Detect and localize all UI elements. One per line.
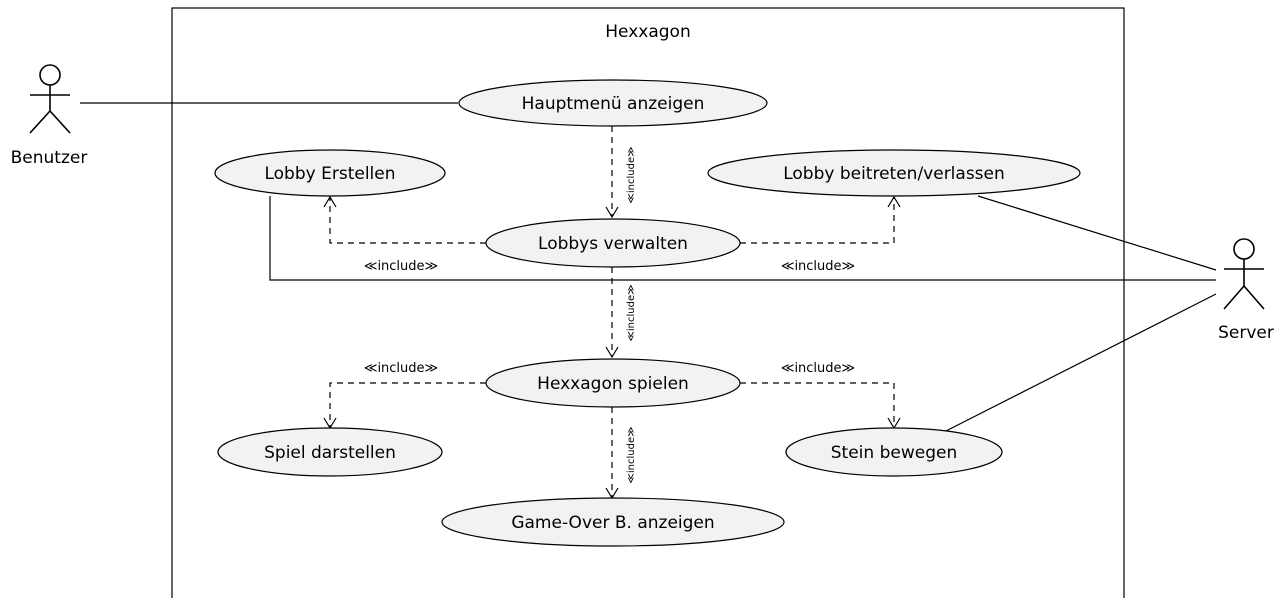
svg-text:Hauptmenü anzeigen: Hauptmenü anzeigen [522, 94, 705, 114]
svg-text:Hexxagon spielen: Hexxagon spielen [537, 374, 689, 394]
include-label-main-menu: ≪include≫ [626, 146, 637, 203]
arrow-head [887, 195, 901, 208]
include-label-render: ≪include≫ [364, 361, 438, 376]
actor-server [1223, 238, 1265, 310]
use-case-join-lobby: Lobby beitreten/verlassen [707, 149, 1081, 197]
include-lobbies-join [740, 198, 895, 244]
assoc-create-lobby-server [269, 196, 1216, 281]
use-case-main-menu: Hauptmenü anzeigen [458, 79, 768, 127]
svg-text:Lobby Erstellen: Lobby Erstellen [264, 164, 395, 184]
include-play-render [329, 382, 486, 427]
include-label-lobbies-play: ≪include≫ [626, 284, 637, 341]
svg-text:Lobbys verwalten: Lobbys verwalten [538, 234, 688, 254]
arrow-head [605, 346, 619, 359]
actor-user [29, 64, 71, 134]
use-case-create-lobby: Lobby Erstellen [214, 149, 446, 197]
include-label-gameover: ≪include≫ [626, 426, 637, 483]
arrow-head [605, 206, 619, 219]
use-case-game-over: Game-Over B. anzeigen [441, 497, 785, 547]
include-label-create: ≪include≫ [364, 259, 438, 274]
include-label-join: ≪include≫ [781, 259, 855, 274]
actor-user-label: Benutzer [11, 148, 88, 168]
assoc-join-lobby-server [977, 195, 1217, 271]
assoc-move-stone-server [939, 293, 1217, 435]
include-play-move [740, 382, 895, 427]
system-title: Hexxagon [605, 22, 690, 42]
use-case-play: Hexxagon spielen [485, 358, 741, 408]
use-case-manage-lobbies: Lobbys verwalten [485, 218, 741, 268]
use-case-move-stone: Stein bewegen [785, 427, 1003, 477]
svg-text:Spiel darstellen: Spiel darstellen [264, 443, 396, 463]
include-label-move: ≪include≫ [781, 361, 855, 376]
arrow-head [323, 195, 337, 208]
svg-text:Lobby beitreten/verlassen: Lobby beitreten/verlassen [783, 164, 1005, 184]
actor-server-label: Server [1218, 323, 1274, 343]
system-boundary [171, 7, 1125, 598]
svg-text:Game-Over B. anzeigen: Game-Over B. anzeigen [511, 513, 714, 533]
include-lobbies-create [329, 198, 486, 244]
svg-text:Stein bewegen: Stein bewegen [831, 443, 957, 463]
use-case-render-game: Spiel darstellen [217, 427, 443, 477]
